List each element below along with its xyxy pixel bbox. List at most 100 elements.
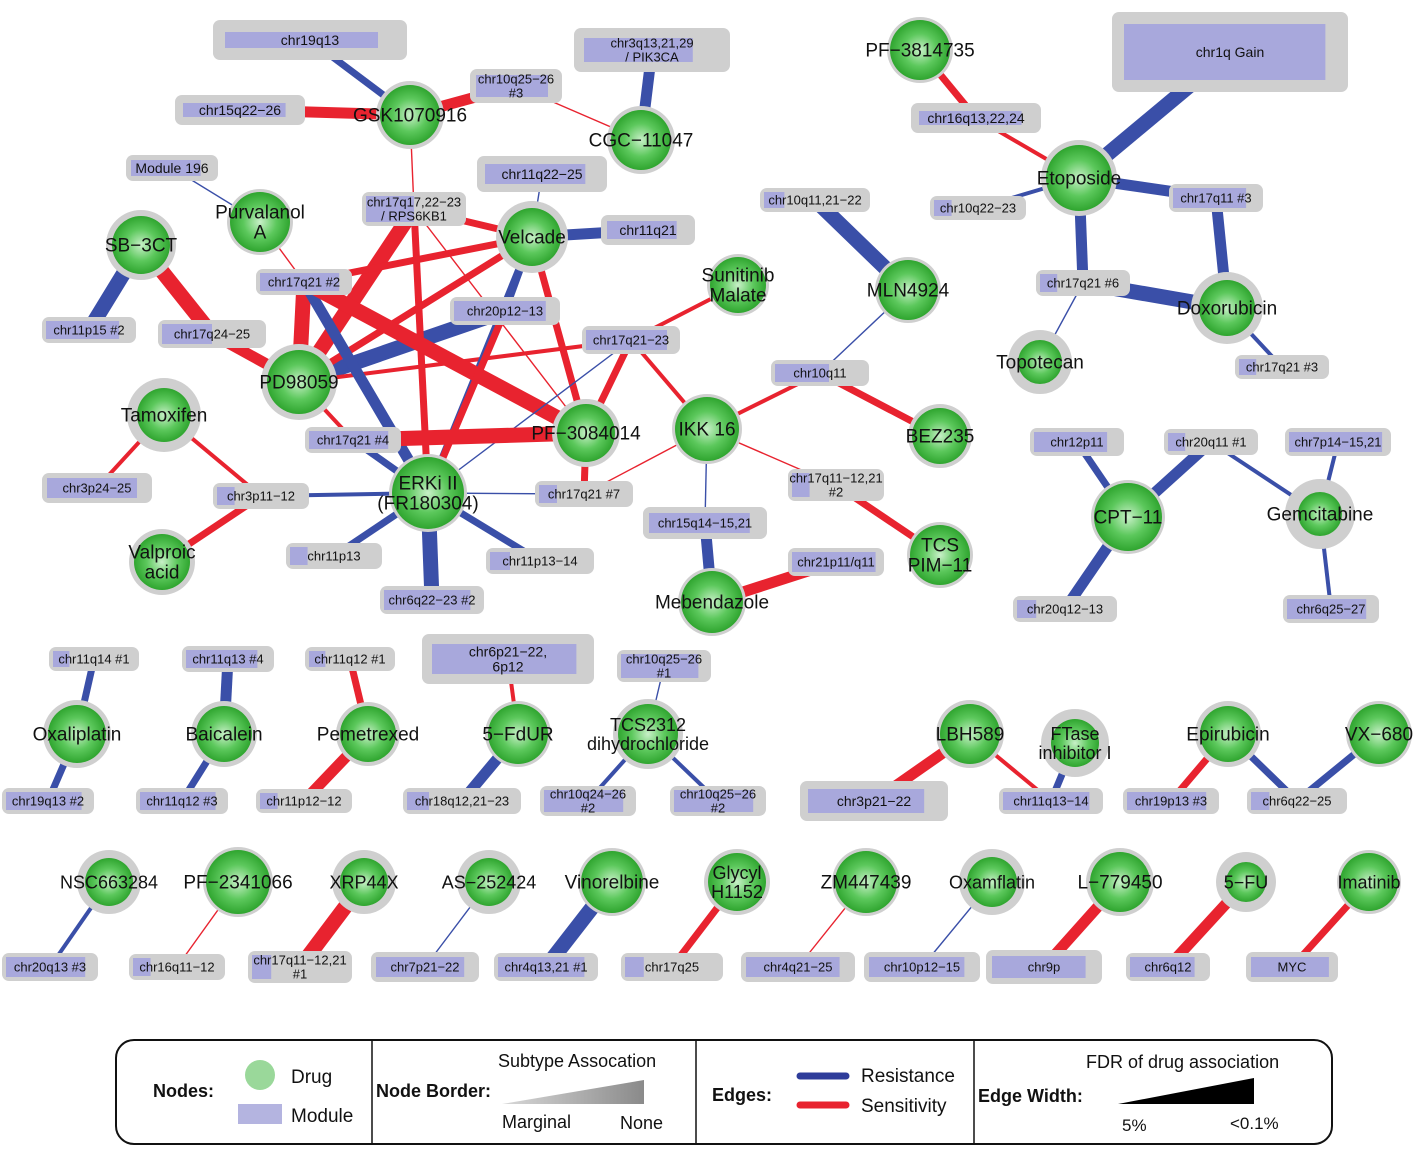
module-node-m17q24[interactable]: chr17q24−25	[158, 320, 266, 348]
drug-node-DOX[interactable]: Doxorubicin	[1177, 272, 1277, 344]
module-node-m17q21_7[interactable]: chr17q21 #7	[535, 481, 633, 507]
module-node-m11p12[interactable]: chr11p12−12	[256, 789, 352, 813]
module-node-m11p15[interactable]: chr11p15 #2	[42, 317, 136, 343]
drug-node-LBH[interactable]: LBH589	[936, 700, 1005, 768]
module-node-m16q11[interactable]: chr16q11−12	[129, 954, 225, 980]
module-node-m17q21_23[interactable]: chr17q21−23	[582, 326, 680, 354]
drug-node-L77[interactable]: L−779450	[1077, 848, 1163, 916]
module-node-m12p11[interactable]: chr12p11	[1030, 428, 1124, 456]
module-node-m20q13_3[interactable]: chr20q13 #3	[2, 953, 98, 981]
module-node-m21p11[interactable]: chr21p11/q11	[788, 548, 884, 576]
drug-node-ZM[interactable]: ZM447439	[821, 848, 912, 916]
module-node-m15q14[interactable]: chr15q14−15,21	[643, 507, 767, 539]
drug-node-BAI[interactable]: Baicalein	[185, 701, 263, 767]
drug-node-IKK[interactable]: IKK 16	[672, 394, 742, 464]
module-node-m11q14_1[interactable]: chr11q14 #1	[49, 647, 139, 671]
module-node-m17q11_2[interactable]: chr17q11−12,21#2	[788, 469, 884, 501]
drug-node-MLN[interactable]: MLN4924	[867, 257, 950, 323]
module-node-m3p24[interactable]: chr3p24−25	[42, 473, 152, 503]
module-node-m11q21[interactable]: chr11q21	[601, 215, 695, 245]
drug-node-VX[interactable]: VX−680	[1345, 701, 1413, 767]
drug-node-OXAM[interactable]: Oxamflatin	[949, 849, 1035, 915]
module-node-m17q17[interactable]: chr17q17,22−23/ RPS6KB1	[362, 192, 466, 226]
drug-node-OXA[interactable]: Oxaliplatin	[33, 700, 122, 768]
drug-node-CPT[interactable]: CPT−11	[1091, 480, 1165, 554]
module-node-m10p12[interactable]: chr10p12−15	[864, 952, 980, 982]
module-node-m6q22_25[interactable]: chr6q22−25	[1247, 788, 1347, 814]
module-node-m17q11_1[interactable]: chr17q11−12,21#1	[248, 951, 352, 983]
drug-node-ETO[interactable]: Etoposide	[1037, 140, 1122, 216]
drug-node-CGC[interactable]: CGC−11047	[589, 106, 694, 174]
drug-node-GSK[interactable]: GSK1070916	[353, 81, 467, 149]
drug-node-PD98[interactable]: PD98059	[259, 344, 339, 420]
drug-node-TAM[interactable]: Tamoxifen	[121, 378, 208, 452]
module-node-m6p21[interactable]: chr6p21−22,6p12	[422, 634, 594, 684]
module-node-m17q21_4[interactable]: chr17q21 #4	[305, 427, 401, 453]
module-node-m6q22_2[interactable]: chr6q22−23 #2	[380, 586, 484, 614]
module-node-m9p[interactable]: chr9p	[986, 950, 1102, 984]
module-node-m11q22[interactable]: chr11q22−25	[477, 156, 607, 192]
module-node-m10q25_3[interactable]: chr10q25−26#3	[470, 69, 562, 103]
drug-node-TOPO[interactable]: Topotecan	[996, 330, 1084, 394]
module-node-m17q21_3[interactable]: chr17q21 #3	[1235, 355, 1329, 379]
module-node-m10q24[interactable]: chr10q24−26#2	[540, 786, 636, 816]
module-node-m6q25[interactable]: chr6q25−27	[1283, 595, 1379, 623]
drug-node-FDUR[interactable]: 5−FdUR	[482, 701, 554, 767]
module-node-m3q13[interactable]: chr3q13,21,29/ PIK3CA	[574, 28, 730, 72]
module-node-m15q22[interactable]: chr15q22−26	[175, 95, 305, 125]
module-node-m11q12_1[interactable]: chr11q12 #1	[305, 647, 395, 671]
drug-node-PEM[interactable]: Pemetrexed	[317, 702, 419, 766]
module-node-m11q13_14[interactable]: chr11q13−14	[999, 788, 1103, 814]
module-node-m10q11[interactable]: chr10q11	[771, 360, 869, 386]
drug-node-FU5[interactable]: 5−FU	[1216, 852, 1276, 912]
module-node-m19q13[interactable]: chr19q13	[213, 20, 407, 60]
module-node-m20p12[interactable]: chr20p12−13	[450, 297, 560, 325]
drug-node-PF30[interactable]: PF−3084014	[531, 399, 641, 467]
module-node-m4q21[interactable]: chr4q21−25	[741, 952, 855, 982]
drug-node-NSC[interactable]: NSC663284	[60, 850, 158, 914]
drug-node-VEL[interactable]: Velcade	[496, 201, 568, 273]
drug-node-BEZ[interactable]: BEZ235	[906, 404, 975, 468]
drug-node-VINO[interactable]: Vinorelbine	[565, 848, 660, 916]
module-node-m10q22[interactable]: chr10q22−23	[930, 196, 1026, 220]
module-node-m18q12[interactable]: chr18q12,21−23	[403, 788, 521, 814]
drug-node-EPI[interactable]: Epirubicin	[1186, 701, 1270, 767]
module-node-m17q21_6[interactable]: chr17q21 #6	[1036, 270, 1130, 296]
module-node-mMod196[interactable]: Module 196	[126, 155, 218, 181]
module-node-m20q11_1[interactable]: chr20q11 #1	[1164, 429, 1258, 455]
module-node-m19q13_2[interactable]: chr19q13 #2	[2, 788, 94, 814]
module-node-m7p14[interactable]: chr7p14−15,21	[1285, 428, 1391, 456]
drug-node-GEM[interactable]: Gemcitabine	[1267, 479, 1374, 549]
drug-node-IMA[interactable]: Imatinib	[1337, 850, 1401, 914]
module-node-m17q25[interactable]: chr17q25	[621, 953, 723, 981]
drug-node-XRP[interactable]: XRP44X	[329, 850, 399, 914]
module-node-m11q12_3[interactable]: chr11q12 #3	[136, 788, 228, 814]
module-node-m4q13[interactable]: chr4q13,21 #1	[494, 953, 598, 981]
drug-node-PF23[interactable]: PF−2341066	[183, 847, 293, 917]
module-node-m17q21_2[interactable]: chr17q21 #2	[256, 269, 352, 295]
module-node-m20q12[interactable]: chr20q12−13	[1013, 596, 1117, 622]
module-node-m17q11_3[interactable]: chr17q11 #3	[1169, 184, 1263, 212]
module-node-m3p21[interactable]: chr3p21−22	[800, 781, 948, 821]
module-node-mMYC[interactable]: MYC	[1246, 952, 1338, 982]
module-node-m11p13_14[interactable]: chr11p13−14	[486, 548, 594, 574]
module-node-m10q11_21[interactable]: chr10q11,21−22	[760, 188, 870, 212]
drug-node-ERK[interactable]: ERKi II(FR180304)	[377, 454, 479, 532]
module-node-m7p21[interactable]: chr7p21−22	[371, 952, 479, 982]
module-node-m11q13_4[interactable]: chr11q13 #4	[182, 646, 274, 672]
module-node-m6q12[interactable]: chr6q12	[1126, 953, 1210, 981]
module-node-m1q[interactable]: chr1q Gain	[1112, 12, 1348, 92]
drug-node-AS25[interactable]: AS−252424	[442, 850, 537, 914]
module-node-m11p13[interactable]: chr11p13	[286, 543, 382, 569]
drug-node-MEB[interactable]: Mebendazole	[655, 568, 769, 636]
drug-node-SB3[interactable]: SB−3CT	[105, 210, 178, 280]
module-node-m19p13[interactable]: chr19p13 #3	[1123, 788, 1219, 814]
drug-node-PF38[interactable]: PF−3814735	[865, 17, 975, 83]
module-node-m10q25_1[interactable]: chr10q25−26#1	[617, 650, 711, 682]
